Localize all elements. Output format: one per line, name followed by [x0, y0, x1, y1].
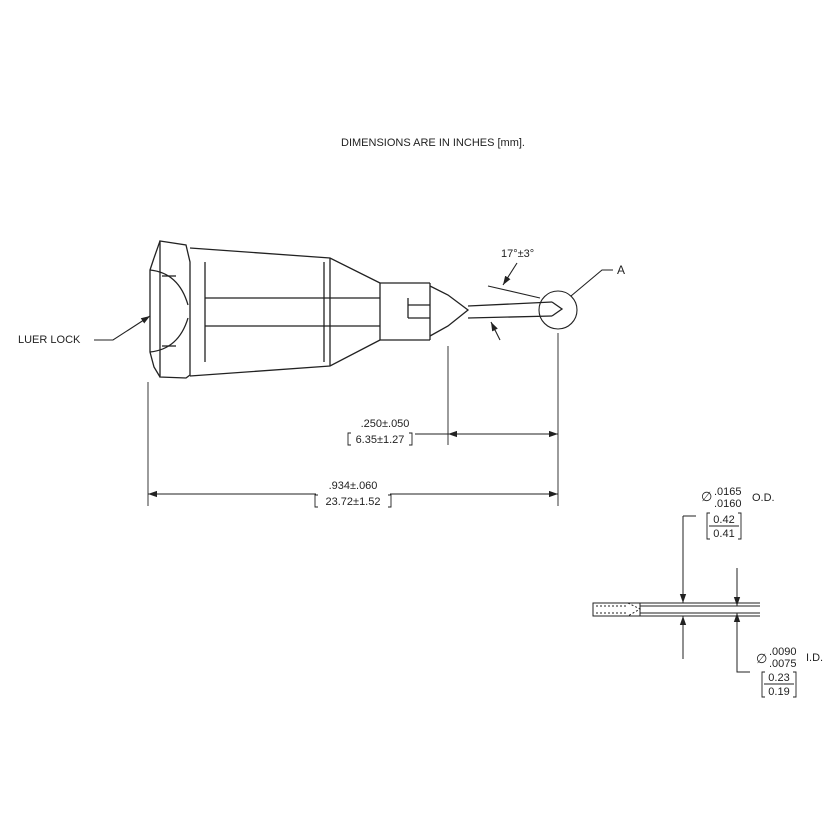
od-lower-in: .0160 [714, 498, 742, 510]
tip-length-mm: 6.35±1.27 [356, 434, 405, 446]
cannula-detail-view [592, 515, 760, 673]
od-mm-brackets [706, 512, 742, 540]
id-upper-in: .0090 [769, 646, 797, 658]
id-upper-mm: 0.23 [768, 672, 789, 684]
od-lower-mm: 0.41 [713, 528, 734, 540]
extension-lines [147, 333, 559, 506]
id-diameter-symbol: ∅ [756, 651, 767, 666]
overall-length-mm-brackets [314, 494, 392, 508]
id-mm-brackets [761, 671, 797, 698]
id-lower-in: .0075 [769, 658, 797, 670]
dimensions-note: DIMENSIONS ARE IN INCHES [mm]. [341, 137, 525, 149]
od-upper-in: .0165 [714, 486, 742, 498]
overall-length-mm: 23.72±1.52 [326, 496, 381, 508]
overall-length-in: .934±.060 [329, 480, 378, 492]
angle-label: 17°±3° [501, 248, 534, 260]
luer-lock-label: LUER LOCK [18, 334, 81, 346]
tip-length-in: .250±.050 [361, 418, 410, 430]
bevel-angle-callout [487, 262, 541, 341]
tip-length-mm-brackets [347, 432, 413, 446]
needle-hub [149, 240, 564, 379]
detail-a-label: A [617, 263, 625, 277]
od-upper-mm: 0.42 [713, 514, 734, 526]
od-label: O.D. [752, 492, 775, 504]
detail-a-marker [538, 269, 613, 330]
luer-lock-leader [94, 315, 151, 341]
od-diameter-symbol: ∅ [701, 489, 712, 504]
id-lower-mm: 0.19 [768, 686, 789, 698]
id-label: I.D. [806, 652, 823, 664]
